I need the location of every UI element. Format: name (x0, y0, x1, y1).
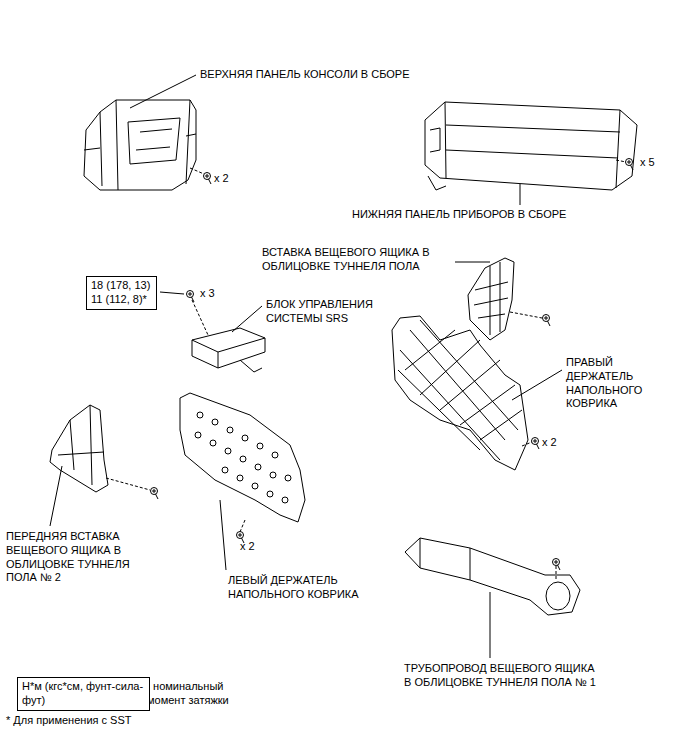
duct-part (405, 538, 580, 615)
console-panel (84, 100, 211, 190)
count-label: x 2 (214, 172, 229, 186)
part-name: БЛОК УПРАВЛЕНИЯ СИСТЕМЫ SRS (266, 298, 406, 326)
srs-unit (187, 291, 266, 373)
part-name: ТРУБОПРОВОД ВЕЩЕВОГО ЯЩИКА В ОБЛИЦОВКЕ Т… (404, 662, 604, 690)
node-text: 11 (112, 8)* (91, 293, 152, 307)
node-text: 18 (178, 13) (91, 279, 152, 293)
part-name: ВЕРХНЯЯ ПАНЕЛЬ КОНСОЛИ В СБОРЕ (200, 68, 410, 82)
left-holder (180, 393, 305, 543)
glovebox-panel (425, 102, 637, 190)
count-label: x 2 (542, 436, 557, 450)
footnote: * Для применения с SST (6, 714, 132, 728)
count-label: x 3 (200, 287, 215, 301)
torque-box: 18 (178, 13)11 (112, 8)* (86, 276, 157, 310)
part-name: ВСТАВКА ВЕЩЕВОГО ЯЩИКА В ОБЛИЦОВКЕ ТУННЕ… (262, 246, 452, 274)
front-insert (50, 405, 158, 499)
right-holder (392, 316, 539, 470)
part-name: ПЕРЕДНЯЯ ВСТАВКА ВЕЩЕВОГО ЯЩИКА В ОБЛИЦО… (6, 530, 156, 585)
part-name: НИЖНЯЯ ПАНЕЛЬ ПРИБОРОВ В СБОРЕ (352, 208, 566, 222)
insert-part (468, 258, 550, 340)
legend-note: : номинальный момент затяжки (147, 680, 262, 708)
legend-box: Н*м (кгс*см, фунт-сила-фут) (17, 677, 150, 711)
part-name: ЛЕВЫЙ ДЕРЖАТЕЛЬ НАПОЛЬНОГО КОВРИКА (228, 574, 403, 602)
node-text: Н*м (кгс*см, фунт-сила-фут) (22, 680, 144, 708)
part-name: ПРАВЫЙ ДЕРЖАТЕЛЬ НАПОЛЬНОГО КОВРИКА (566, 356, 666, 411)
count-label: x 2 (240, 540, 255, 554)
leader-lines (50, 75, 562, 658)
count-label: x 5 (640, 156, 655, 170)
